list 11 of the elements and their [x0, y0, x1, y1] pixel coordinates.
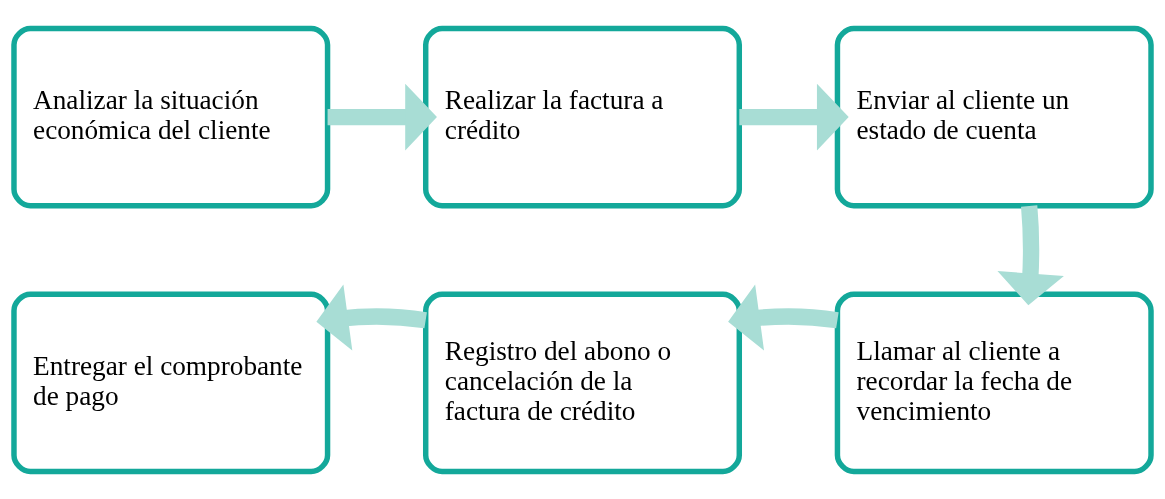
arrow — [327, 83, 437, 150]
node-box: Realizar la factura a crédito — [423, 25, 742, 208]
node-box: Enviar al cliente un estado de cuenta — [834, 25, 1154, 208]
arrow — [728, 283, 839, 351]
arrow — [739, 83, 849, 150]
node-box: Analizar la situación económica del cliente — [11, 25, 331, 208]
arrow — [316, 283, 427, 351]
node-box: Llamar al cliente a recordar la fecha de vencimiento — [834, 291, 1154, 474]
node-box: Registro del abono o cancelación de la factura de crédito — [423, 291, 742, 474]
node-box: Entregar el comprobante de pago — [11, 291, 331, 474]
arrow — [997, 204, 1064, 305]
